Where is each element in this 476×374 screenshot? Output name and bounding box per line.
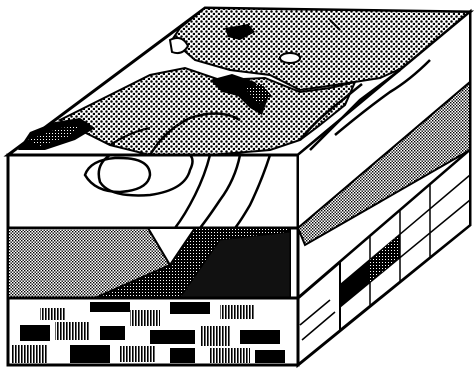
raster-layer: [8, 298, 298, 365]
polygon-layer: [8, 228, 298, 298]
